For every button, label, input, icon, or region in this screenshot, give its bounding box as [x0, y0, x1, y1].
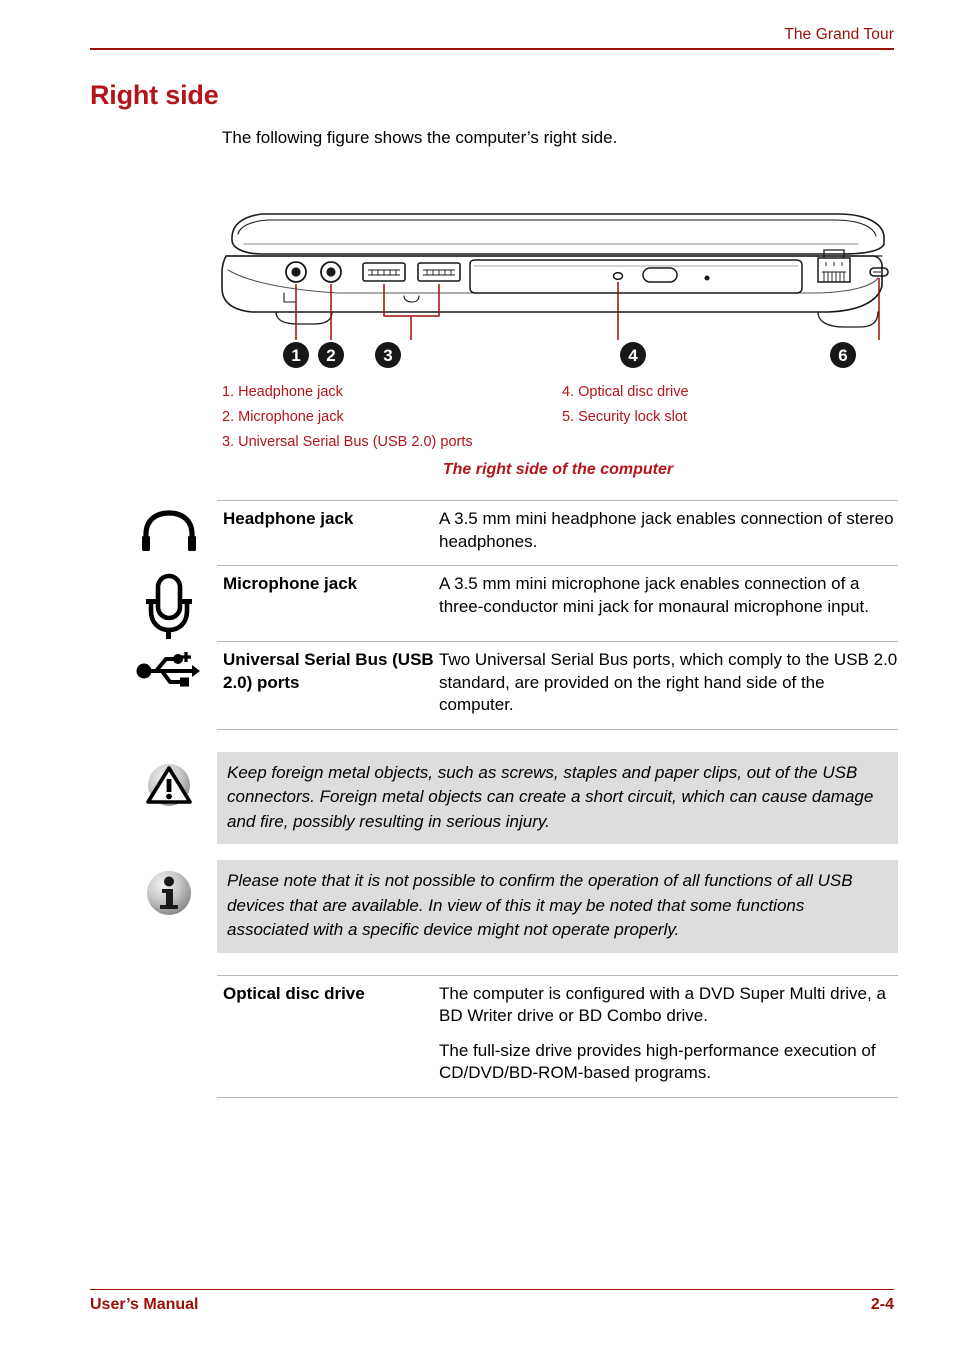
- table-row-body: Universal Serial Bus (USB 2.0) ports Two…: [217, 641, 898, 729]
- spec-term: Universal Serial Bus (USB 2.0) ports: [223, 650, 434, 692]
- table-rule: [217, 728, 898, 730]
- spec-term: Headphone jack: [223, 509, 354, 528]
- legend-column-right: 4. Optical disc drive 5. Security lock s…: [562, 380, 882, 430]
- legend-column-left: 1. Headphone jack 2. Microphone jack 3. …: [222, 380, 562, 455]
- table-row: Headphone jack A 3.5 mm mini headphone j…: [120, 500, 898, 565]
- footer-page-number: 2-4: [870, 1296, 894, 1313]
- specifications-table: Headphone jack A 3.5 mm mini headphone j…: [120, 500, 898, 1098]
- spec-description: A 3.5 mm mini headphone jack enables con…: [439, 509, 894, 551]
- info-note-text: Please note that it is not possible to c…: [217, 860, 898, 953]
- legend-item-4: 4. Optical disc drive: [562, 384, 689, 400]
- table-row-body: Optical disc drive The computer is confi…: [217, 974, 898, 1097]
- empty-icon-cell: [120, 975, 217, 983]
- footer-rule: [90, 1289, 894, 1290]
- svg-text:4: 4: [628, 346, 638, 365]
- info-icon: [120, 860, 217, 917]
- intro-paragraph: The following figure shows the computer’…: [222, 128, 618, 147]
- spec-term: Optical disc drive: [223, 983, 365, 1003]
- legend-item-5: 5. Security lock slot: [562, 409, 687, 425]
- table-row: Microphone jack A 3.5 mm mini microphone…: [120, 565, 898, 641]
- laptop-right-side-figure: 1 2 3 4 6: [218, 198, 898, 380]
- spec-term: Microphone jack: [223, 574, 358, 593]
- svg-text:2: 2: [326, 346, 335, 365]
- spec-description: Two Universal Serial Bus ports, which co…: [439, 650, 898, 714]
- microphone-icon: [120, 565, 217, 641]
- spec-description: The computer is configured with a DVD Su…: [439, 983, 898, 1085]
- spec-description-p2: The full-size drive provides high-perfor…: [439, 1040, 876, 1083]
- figure-legend: 1. Headphone jack 2. Microphone jack 3. …: [222, 380, 902, 455]
- svg-text:6: 6: [838, 346, 847, 365]
- spec-description: A 3.5 mm mini microphone jack enables co…: [439, 574, 869, 616]
- table-row: Universal Serial Bus (USB 2.0) ports Two…: [120, 641, 898, 729]
- headphone-icon: [120, 500, 217, 554]
- spec-description-p1: The computer is configured with a DVD Su…: [439, 983, 886, 1026]
- warning-note: Keep foreign metal objects, such as scre…: [120, 751, 898, 844]
- page-header: The Grand Tour: [90, 26, 894, 50]
- page-title: Right side: [90, 80, 219, 110]
- header-rule: [90, 48, 894, 50]
- svg-text:1: 1: [291, 346, 300, 365]
- usb-icon: [120, 641, 217, 689]
- page-footer: User’s Manual 2-4: [90, 1289, 894, 1314]
- table-row-body: Microphone jack A 3.5 mm mini microphone…: [217, 565, 898, 630]
- legend-item-2: 2. Microphone jack: [222, 409, 344, 425]
- figure-caption: The right side of the computer: [442, 461, 674, 478]
- table-rule: [217, 1096, 898, 1098]
- table-row-body: Headphone jack A 3.5 mm mini headphone j…: [217, 500, 898, 565]
- info-note: Please note that it is not possible to c…: [120, 860, 898, 953]
- header-title: The Grand Tour: [784, 26, 894, 43]
- warning-note-text: Keep foreign metal objects, such as scre…: [217, 751, 898, 844]
- legend-item-1: 1. Headphone jack: [222, 384, 343, 400]
- footer-manual-label: User’s Manual: [90, 1296, 199, 1313]
- legend-item-3: 3. Universal Serial Bus (USB 2.0) ports: [222, 434, 473, 450]
- warning-icon: [120, 752, 217, 809]
- svg-text:3: 3: [383, 346, 392, 365]
- table-row: Optical disc drive The computer is confi…: [120, 974, 898, 1097]
